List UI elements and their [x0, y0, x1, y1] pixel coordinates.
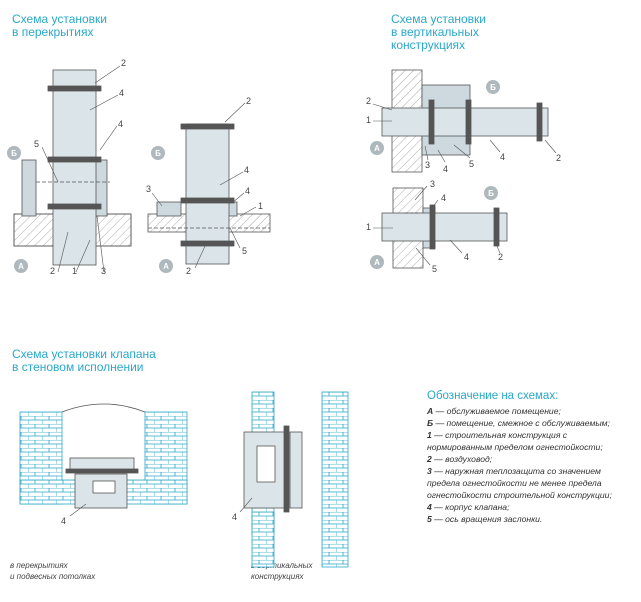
- label-5: 5: [242, 246, 247, 256]
- label-3: 3: [425, 160, 430, 170]
- zone-label: А: [18, 262, 24, 271]
- label-4: 4: [119, 88, 124, 98]
- floor-diagram-1: [13, 69, 132, 266]
- label-2: 2: [186, 266, 191, 276]
- label-4: 4: [245, 186, 250, 196]
- label-1: 1: [258, 201, 263, 211]
- label-5: 5: [469, 159, 474, 169]
- legend-item: 4 — корпус клапана;: [427, 502, 510, 512]
- legend-item: 5 — ось вращения заслонки.: [427, 514, 543, 524]
- label-1: 1: [366, 222, 371, 232]
- legend-item: А — обслуживаемое помещение;: [427, 406, 561, 416]
- label-4: 4: [443, 164, 448, 174]
- label-1: 1: [72, 266, 77, 276]
- legend-heading: Обозначение на схемах:: [427, 390, 559, 402]
- label-3: 3: [430, 179, 435, 189]
- legend-item: 2 — воздуховод;: [427, 454, 493, 464]
- label-3: 3: [146, 184, 151, 194]
- legend-item: 1 — строительная конструкция с нормирова…: [427, 430, 603, 452]
- label-2: 2: [246, 96, 251, 106]
- label-4: 4: [61, 516, 66, 526]
- label-4: 4: [500, 152, 505, 162]
- zone-label: Б: [488, 189, 494, 198]
- valve-left: [65, 457, 139, 509]
- legend-item: 3 — наружная теплозащита со значением пр…: [427, 466, 612, 500]
- zone-label: А: [374, 144, 380, 153]
- zone-label: А: [374, 258, 380, 267]
- label-4: 4: [118, 119, 123, 129]
- title-wall: Схема установки в вертикальных конструкц…: [391, 12, 486, 52]
- caption-left: в перекрытиях и подвесных потолках: [10, 561, 96, 581]
- zone-label: Б: [11, 149, 17, 158]
- label-2: 2: [498, 252, 503, 262]
- label-3: 3: [101, 266, 106, 276]
- zone-label: Б: [490, 83, 496, 92]
- label-2: 2: [121, 58, 126, 68]
- legend-item: Б — помещение, смежное с обслуживаемым;: [427, 418, 610, 428]
- wall-diagram-1: [381, 69, 549, 173]
- wall-diagram-2: [381, 187, 508, 269]
- label-4: 4: [441, 193, 446, 203]
- zone-markers: Б Б А А Б А Б А: [7, 80, 500, 273]
- title-floor: Схема установки в перекрытиях: [12, 12, 107, 39]
- number-labels: 2 4 4 5 2 1 3 2 4 4 1 3 5 2 2 1 3 4 5 4 …: [34, 58, 561, 526]
- label-2: 2: [556, 153, 561, 163]
- label-4: 4: [464, 252, 469, 262]
- label-5: 5: [432, 264, 437, 274]
- legend: Обозначение на схемах: А — обслуживаемое…: [427, 390, 627, 525]
- zone-label: А: [163, 262, 169, 271]
- label-4: 4: [244, 165, 249, 175]
- zone-label: Б: [155, 149, 161, 158]
- label-2: 2: [366, 96, 371, 106]
- valve-right: [243, 425, 303, 513]
- label-1: 1: [366, 115, 371, 125]
- label-2: 2: [50, 266, 55, 276]
- label-4: 4: [232, 512, 237, 522]
- floor-diagram-2: [147, 123, 271, 265]
- title-wall-version: Схема установки клапана в стеновом испол…: [12, 347, 156, 374]
- label-5: 5: [34, 139, 39, 149]
